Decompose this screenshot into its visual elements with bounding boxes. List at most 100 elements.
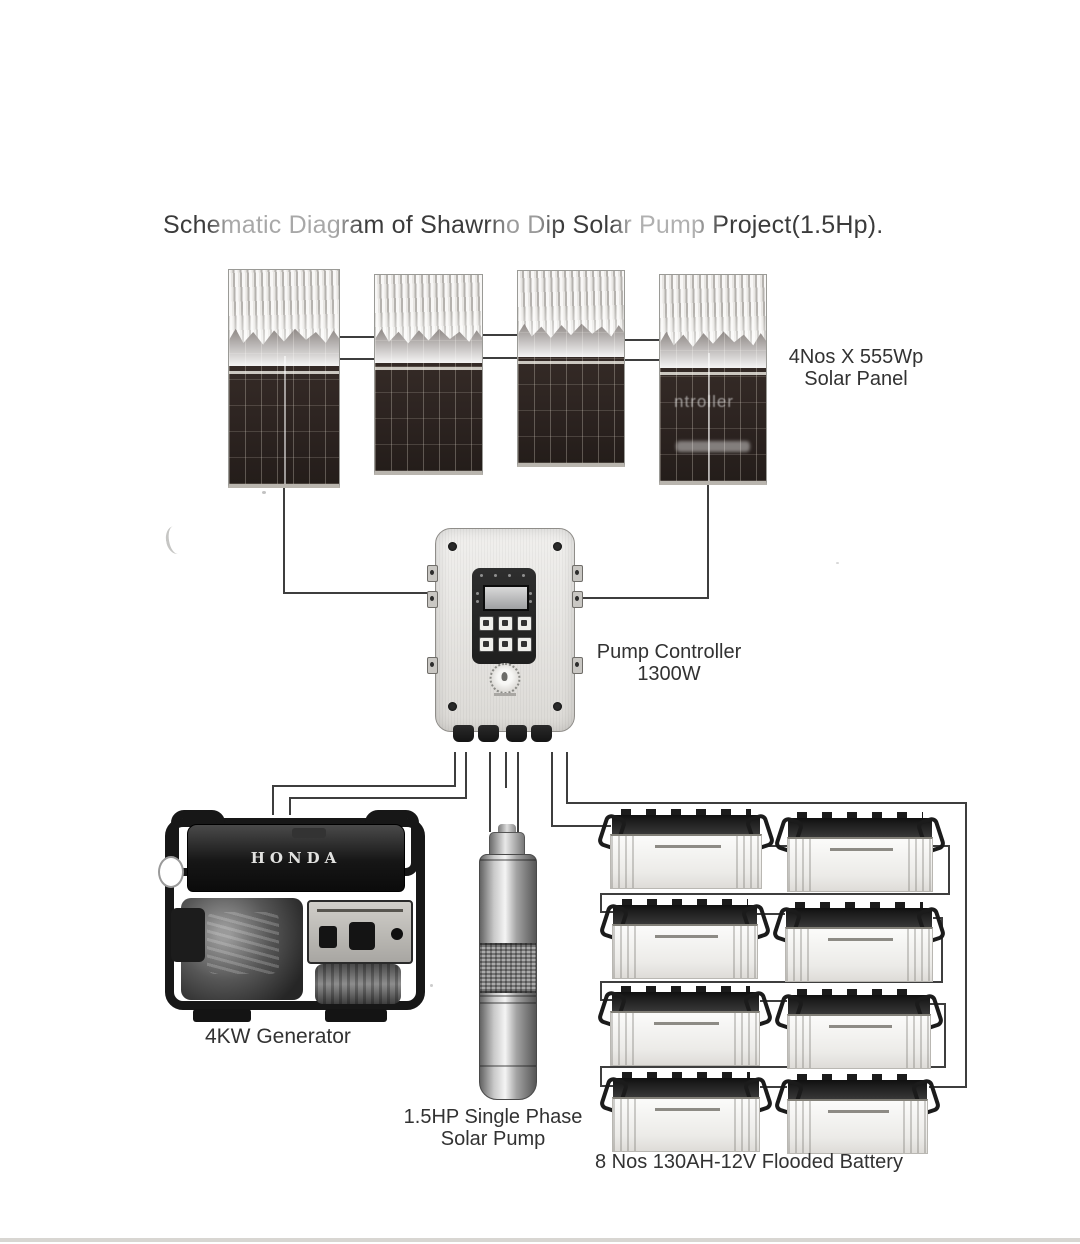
mounting-tab bbox=[427, 657, 438, 674]
controller-face-panel bbox=[472, 568, 536, 664]
scan-speck bbox=[262, 491, 266, 494]
wire-panel1-panel2 bbox=[338, 336, 374, 338]
solar-pump-label: 1.5HP Single Phase Solar Pump bbox=[403, 1106, 583, 1150]
mounting-tab bbox=[572, 591, 583, 608]
controller-button bbox=[479, 637, 494, 652]
controller-button bbox=[517, 637, 532, 652]
wire-controller-generator bbox=[289, 797, 467, 799]
screw-icon bbox=[448, 702, 457, 711]
page-title: Schematic Diagram of Shawrno Dip Solar P… bbox=[163, 211, 884, 239]
wire-controller-generator bbox=[289, 797, 291, 815]
battery bbox=[596, 809, 776, 889]
battery bbox=[596, 986, 774, 1066]
pump-cap bbox=[489, 832, 525, 858]
wire-battery-row2-mid bbox=[757, 913, 785, 915]
wire-stub bbox=[505, 752, 507, 788]
wire-battery-row2-wrap bbox=[933, 917, 943, 919]
wire-panel2-panel3 bbox=[480, 357, 517, 359]
wire-battery-row1-wrap bbox=[600, 893, 950, 895]
wire-controller-battery bbox=[551, 752, 553, 825]
wire-battery-row3-wrap bbox=[600, 1066, 602, 1087]
mounting-tab bbox=[427, 565, 438, 582]
wire-controller-pump bbox=[489, 752, 491, 832]
pump-intake-screen bbox=[480, 943, 536, 993]
cable-gland bbox=[506, 725, 527, 742]
scan-speck bbox=[836, 562, 839, 564]
solar-panel-3 bbox=[517, 270, 625, 467]
air-filter bbox=[171, 908, 205, 962]
wire-panel3-panel4 bbox=[623, 339, 659, 341]
wire-panel1-to-controller bbox=[283, 592, 435, 594]
wire-battery-row1-wrap bbox=[600, 893, 602, 913]
wire-battery-row1-wrap bbox=[948, 845, 950, 895]
wire-battery-row3-wrap bbox=[944, 1003, 946, 1068]
wire-controller-battery bbox=[566, 752, 568, 802]
wire-controller-generator bbox=[272, 785, 274, 815]
frame-highlight bbox=[158, 856, 184, 888]
generator-image: HONDA bbox=[158, 810, 425, 1022]
battery bbox=[771, 902, 947, 982]
battery bbox=[773, 989, 945, 1069]
solar-pump-image bbox=[468, 824, 548, 1106]
pump-controller-box bbox=[427, 528, 583, 742]
cable-gland bbox=[478, 725, 499, 742]
wire-battery-row4-mid bbox=[760, 1086, 787, 1088]
wire-controller-battery bbox=[551, 825, 611, 827]
power-switch bbox=[391, 928, 403, 940]
wire-battery-row1-wrap bbox=[932, 845, 950, 847]
mounting-tab bbox=[572, 565, 583, 582]
outlet-socket bbox=[349, 922, 375, 950]
screw-icon bbox=[448, 542, 457, 551]
wire-battery-row2-wrap bbox=[600, 999, 612, 1001]
wire-controller-generator bbox=[272, 785, 456, 787]
solar-panel-2 bbox=[374, 274, 483, 475]
wire-battery-row3-wrap bbox=[600, 1085, 614, 1087]
generator-frame bbox=[165, 818, 425, 1010]
pump-controller-label: Pump Controller 1300W bbox=[596, 641, 742, 685]
controller-button bbox=[479, 616, 494, 631]
brand-badge-icon bbox=[489, 663, 521, 694]
wire-controller-generator bbox=[465, 752, 467, 798]
screw-icon bbox=[553, 542, 562, 551]
fuel-cap bbox=[292, 828, 326, 838]
wire-battery-row2-wrap bbox=[600, 981, 602, 1001]
wire-panel4-to-controller bbox=[573, 597, 709, 599]
generator-control-panel bbox=[307, 900, 413, 964]
wire-battery-bus-right bbox=[929, 1086, 967, 1088]
wire-battery-row3-mid bbox=[760, 1000, 787, 1002]
battery bbox=[773, 812, 947, 892]
wire-panel2-panel3 bbox=[480, 334, 517, 336]
mounting-tab bbox=[572, 657, 583, 674]
bleed-through-text: ntroller bbox=[674, 392, 734, 411]
bleed-through-smudge bbox=[676, 441, 750, 452]
page-edge bbox=[0, 1238, 1080, 1242]
battery bbox=[773, 1074, 942, 1154]
wire-battery-row2-wrap bbox=[600, 981, 943, 983]
wire-panel4-to-controller bbox=[707, 480, 709, 598]
controller-button bbox=[517, 616, 532, 631]
solar-panel-1 bbox=[228, 269, 340, 488]
cable-gland bbox=[531, 725, 552, 742]
battery-label: 8 Nos 130AH-12V Flooded Battery bbox=[595, 1151, 903, 1173]
scan-mark bbox=[163, 524, 188, 556]
controller-button bbox=[498, 616, 513, 631]
wire-battery-row1-wrap bbox=[600, 911, 614, 913]
wire-panel1-panel2 bbox=[338, 358, 374, 360]
mounting-tab bbox=[427, 591, 438, 608]
generator-label: 4KW Generator bbox=[205, 1025, 351, 1048]
screw-icon bbox=[553, 702, 562, 711]
solar-panel-label: 4Nos X 555Wp Solar Panel bbox=[788, 346, 924, 390]
wire-battery-bus-right bbox=[965, 802, 967, 1088]
wire-panel1-to-controller bbox=[283, 483, 285, 593]
wire-battery-row3-wrap bbox=[600, 1066, 946, 1068]
pump-body bbox=[479, 854, 537, 1100]
honda-logo: HONDA bbox=[250, 849, 342, 867]
solar-panel-4: ntroller bbox=[659, 274, 767, 485]
wire-controller-pump bbox=[517, 752, 519, 832]
wire-panel3-panel4 bbox=[623, 359, 659, 361]
fuel-tank: HONDA bbox=[187, 824, 405, 892]
alternator bbox=[315, 964, 401, 1004]
outlet-socket bbox=[319, 926, 337, 948]
wire-battery-row2-wrap bbox=[941, 917, 943, 983]
